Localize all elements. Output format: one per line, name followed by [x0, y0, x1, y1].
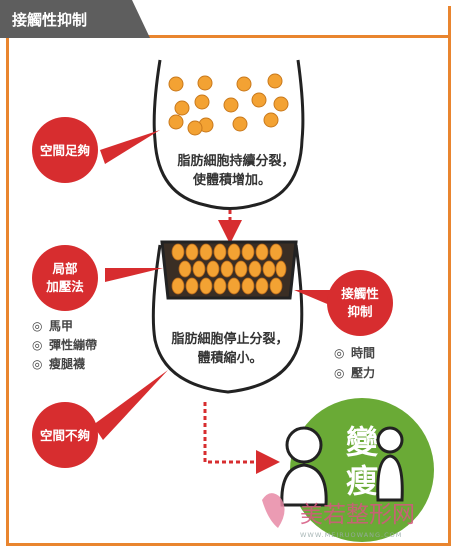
figure-after-icon [376, 426, 404, 502]
fat-cell [267, 73, 283, 89]
fat-cell [168, 114, 184, 130]
factor-icon: ◎ [334, 346, 344, 360]
method-icon: ◎ [32, 338, 42, 352]
watermark: 美若整形网 WWW.MEIRUOWANG.COM [262, 493, 415, 539]
fat-cell [168, 76, 184, 92]
factor-icon: ◎ [334, 366, 344, 380]
header-tab: 接觸性抑制 [0, 0, 150, 38]
badge-local-pressure-text-1: 局部 [52, 261, 78, 276]
pointer-not-enough-space [93, 370, 168, 440]
pointer-contact-inhibition [294, 290, 332, 306]
mid-bowl-text-1: 脂肪細胞停止分裂， [170, 331, 288, 347]
badge-local-pressure: 局部 加壓法 [32, 245, 98, 311]
top-bowl: 脂肪細胞持續分裂， 使體積增加。 [152, 59, 305, 210]
factors-list: ◎ 時間 ◎ 壓力 [334, 345, 375, 380]
pointer-enough-space [100, 130, 160, 164]
fat-cell [223, 97, 239, 113]
result-text-1: 變 [346, 423, 378, 461]
watermark-url: WWW.MEIRUOWANG.COM [300, 531, 402, 539]
fat-cell [251, 92, 267, 108]
fat-cell [273, 96, 289, 112]
middle-bowl: 脂肪細胞停止分裂， 體積縮小。 [151, 240, 304, 394]
badge-contact-inhibition: 接觸性 抑制 [327, 270, 393, 336]
badge-contact-inhibition-text-2: 抑制 [347, 304, 372, 319]
method-icon: ◎ [32, 357, 42, 371]
badge-not-enough-space: 空間不夠 [32, 402, 98, 468]
factor-item: 壓力 [351, 365, 375, 380]
badge-not-enough-space-text: 空間不夠 [40, 428, 90, 443]
method-item: 馬甲 [49, 319, 73, 333]
method-icon: ◎ [32, 319, 42, 333]
fat-cell [263, 112, 279, 128]
watermark-logo-icon [262, 493, 285, 528]
fat-cell [236, 76, 252, 92]
badge-contact-inhibition-text-1: 接觸性 [341, 286, 379, 301]
badge-enough-space: 空間足夠 [32, 117, 98, 183]
method-item: 彈性繃帶 [49, 337, 97, 352]
pointer-local-pressure [105, 268, 163, 282]
method-item: 瘦腿襪 [49, 356, 85, 371]
header-title: 接觸性抑制 [12, 11, 88, 29]
result-badge: 變 瘦 [280, 398, 434, 542]
methods-list: ◎ 馬甲 ◎ 彈性繃帶 ◎ 瘦腿襪 [32, 319, 97, 371]
fat-cell [197, 75, 213, 91]
top-bowl-text-2: 使體積增加。 [192, 172, 271, 188]
result-text-2: 瘦 [346, 462, 378, 500]
fat-cell [187, 120, 203, 136]
mid-bowl-text-2: 體積縮小。 [197, 350, 262, 366]
flow-arrow-result [203, 402, 280, 474]
badge-local-pressure-text-2: 加壓法 [45, 279, 84, 294]
header-underline [140, 35, 451, 38]
figure-before-icon [280, 426, 328, 507]
fat-cell [174, 100, 190, 116]
top-bowl-text-1: 脂肪細胞持續分裂， [176, 153, 294, 169]
factor-item: 時間 [351, 345, 375, 360]
compression-band [160, 240, 298, 300]
fat-cell [232, 116, 248, 132]
badge-enough-space-text: 空間足夠 [40, 143, 90, 158]
fat-cell [194, 94, 210, 110]
diagram-frame [6, 6, 451, 546]
watermark-brand: 美若整形网 [300, 502, 415, 528]
top-bowl-cells [168, 73, 289, 136]
